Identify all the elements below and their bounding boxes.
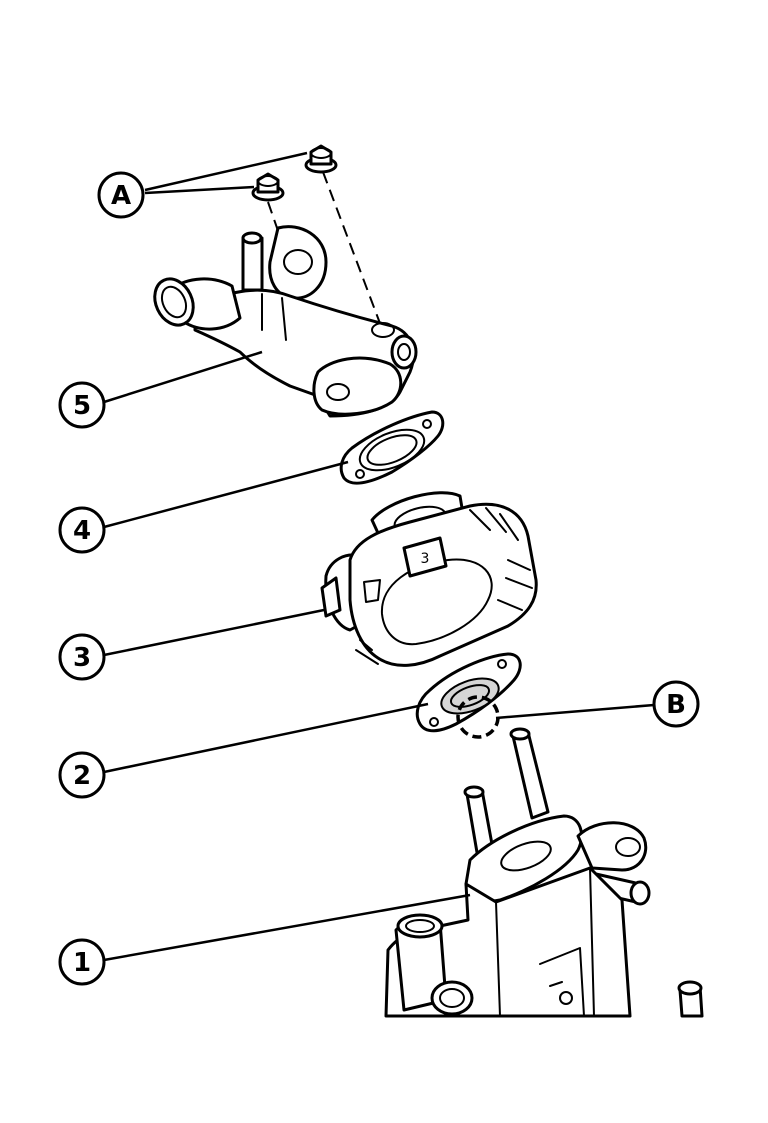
- bolt-right: [304, 144, 338, 174]
- callout-1-label: 1: [73, 948, 91, 978]
- leader-2: [103, 702, 429, 774]
- leader-3: [103, 608, 325, 657]
- part-4-gasket: [339, 410, 445, 485]
- bolt-left: [251, 172, 285, 202]
- part-1-lower-housing: [384, 727, 704, 1018]
- callout-A-label: A: [111, 181, 131, 211]
- detail-b-highlight: [456, 695, 500, 739]
- part-5-outlet-housing: [153, 225, 418, 418]
- callout-2-label: 2: [73, 761, 91, 791]
- callout-5: 5: [58, 381, 106, 429]
- callout-A: A: [97, 171, 145, 219]
- callout-2: 2: [58, 751, 106, 799]
- callout-4: 4: [58, 506, 106, 554]
- callout-4-label: 4: [73, 516, 91, 546]
- callout-3: 3: [58, 633, 106, 681]
- part-3-mark: 3: [421, 551, 430, 567]
- leader-A-2: [144, 151, 308, 192]
- part-2-gasket: [415, 652, 522, 733]
- alignment-line-right: [322, 171, 385, 335]
- callout-B-label: B: [666, 690, 686, 720]
- part-3-valve-body: 3: [320, 491, 538, 667]
- callout-5-label: 5: [73, 391, 91, 421]
- callout-1: 1: [58, 938, 106, 986]
- leader-4: [103, 460, 349, 529]
- callout-B: B: [652, 680, 700, 728]
- leader-1: [103, 893, 471, 962]
- leader-B: [495, 703, 655, 720]
- leader-5: [103, 350, 263, 404]
- leader-A-1: [144, 185, 255, 195]
- callout-3-label: 3: [73, 643, 91, 673]
